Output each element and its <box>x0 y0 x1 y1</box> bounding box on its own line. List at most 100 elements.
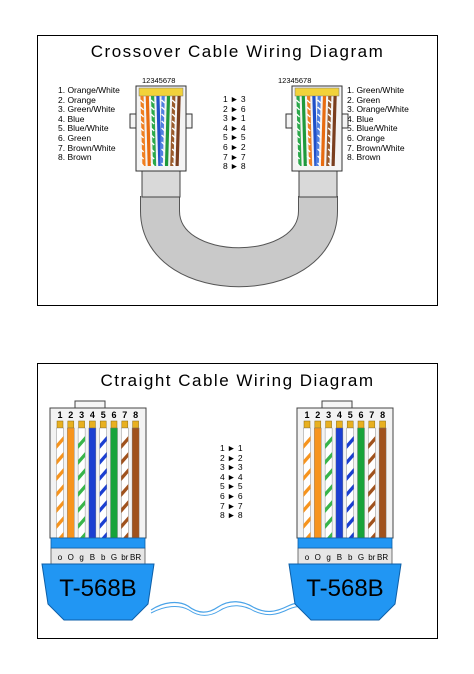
wire-stripe <box>325 500 333 513</box>
wire <box>357 427 365 539</box>
wire-stripe <box>139 127 145 132</box>
left-legend-item: 5. Blue/White <box>58 123 109 134</box>
wire-stripe <box>327 148 332 153</box>
pin-number: 3 <box>326 410 331 420</box>
right-legend-item: 2. Green <box>347 94 381 105</box>
mapping-row: 4 ► 4 <box>223 122 246 133</box>
gold-contact <box>346 420 354 429</box>
wire-stripe <box>150 113 155 118</box>
wire-stripe <box>150 99 155 104</box>
plug-body <box>296 407 394 539</box>
left-legend-item: 6. Green <box>58 132 92 143</box>
wire-code: BR <box>130 553 141 562</box>
wire-stripe <box>139 106 145 111</box>
standard-label: T-568B <box>59 575 136 602</box>
wire-stripe <box>295 155 301 160</box>
left-pin-numbers: 12345678 <box>142 76 176 85</box>
wire-code: g <box>79 553 83 562</box>
mapping-row: 5 ► 5 <box>220 481 243 492</box>
wire-stripe <box>327 127 332 132</box>
right-pin-numbers: 12345678 <box>278 76 312 85</box>
mapping-row: 1 ► 3 <box>223 94 246 104</box>
boot-body <box>288 563 402 621</box>
wire-stripe <box>306 141 311 146</box>
wire-code: BR <box>377 553 388 562</box>
mapping-row: 8 ► 8 <box>220 510 243 521</box>
plug-latch <box>321 400 353 409</box>
wire-stripe <box>139 120 145 125</box>
wire-stripe <box>171 162 176 167</box>
wire-stripe <box>139 162 145 167</box>
wire-code: B <box>337 553 342 562</box>
mapping-row: 2 ► 6 <box>223 103 246 114</box>
gold-contact <box>67 420 75 429</box>
wire-stripe <box>325 436 333 449</box>
boot-body <box>41 563 155 621</box>
right-legend-item: 8. Brown <box>347 152 381 163</box>
boot-top <box>50 537 146 549</box>
wire-stripe <box>161 162 166 167</box>
wire-code: o <box>305 553 310 562</box>
mapping-row: 2 ► 2 <box>220 452 243 463</box>
pin-number: 1 <box>304 410 309 420</box>
wire-stripe <box>78 484 86 497</box>
wire-stripe <box>56 500 64 513</box>
wire-stripe <box>150 106 155 111</box>
wire-stripe <box>139 113 145 118</box>
gold-contact <box>379 420 386 429</box>
wire-stripe <box>121 500 129 513</box>
gold-contact <box>132 420 139 429</box>
wire-stripe <box>295 148 301 153</box>
wire-stripe <box>303 452 311 465</box>
mapping-row: 7 ► 7 <box>220 500 243 511</box>
wire-stripe <box>368 452 376 465</box>
wire-stripe <box>303 484 311 497</box>
wire <box>170 95 176 167</box>
gold-contact <box>325 420 332 429</box>
right-boot <box>298 168 338 198</box>
wire-stripe <box>121 468 129 481</box>
right-legend-item: 4. Blue <box>347 113 374 124</box>
wire <box>67 427 75 539</box>
wire-stripe <box>150 148 155 153</box>
gold-contact <box>121 420 129 429</box>
gold-contact <box>314 420 322 429</box>
wire-stripe <box>346 436 354 449</box>
straight-title: Ctraight Cable Wiring Diagram <box>100 371 375 390</box>
crossover-left-legend: 1. Orange/White 2. Orange 3. Green/White… <box>58 85 120 163</box>
mapping-row: 1 ► 1 <box>220 443 243 453</box>
wire-stripe <box>150 120 155 125</box>
wire-stripe <box>56 516 64 529</box>
right-plug-tab <box>285 113 293 129</box>
pin-number: 7 <box>369 410 374 420</box>
wire-stripe <box>121 452 129 465</box>
wire-stripe <box>56 452 64 465</box>
wire-stripe <box>306 155 311 160</box>
wire-stripe <box>78 516 86 529</box>
gold-contact <box>89 420 96 429</box>
wire-stripe <box>150 134 155 139</box>
mapping-row: 6 ► 2 <box>223 141 246 152</box>
wire-code: br <box>121 553 128 562</box>
straight-pin-mapping: 1 ► 1 2 ► 2 3 ► 3 4 ► 4 5 ► 5 6 ► 6 7 ► … <box>220 443 243 521</box>
wire <box>175 95 181 167</box>
wire <box>314 427 322 539</box>
wire-stripe <box>139 148 145 153</box>
wire-stripe <box>346 500 354 513</box>
crossover-title: Crossover Cable Wiring Diagram <box>90 42 385 61</box>
wire-stripe <box>99 452 107 465</box>
wire-stripe <box>327 162 332 167</box>
pin-number: 3 <box>79 410 84 420</box>
left-legend-item: 2. Orange <box>58 94 96 105</box>
gold-contact <box>357 420 365 429</box>
wire-stripe <box>317 127 322 132</box>
right-legend-item: 1. Green/White <box>347 85 405 95</box>
wire-stripe <box>78 452 86 465</box>
wire-stripe <box>171 148 176 153</box>
pin-number: 4 <box>337 410 342 420</box>
wire-stripe <box>139 155 145 160</box>
wire <box>312 95 318 167</box>
patch-cable-thin <box>150 601 317 613</box>
wire-stripe <box>295 162 301 167</box>
